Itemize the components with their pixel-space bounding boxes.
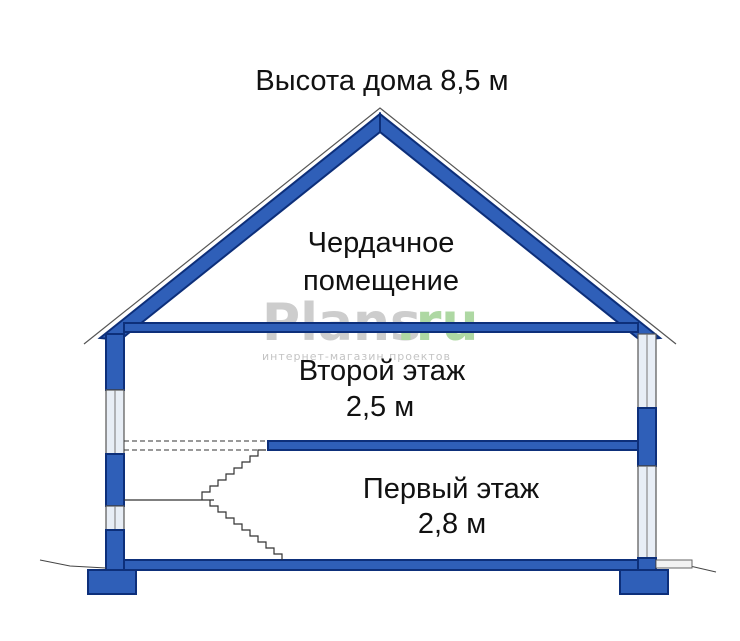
left-wall-top <box>105 333 125 391</box>
second-floor-height: 2,5 м <box>346 391 414 423</box>
house-height-title: Высота дома 8,5 м <box>255 65 508 97</box>
staircase-upper-flight <box>201 449 266 500</box>
watermark-tagline: интернет-магазин проектов <box>262 350 451 363</box>
first-floor-height: 2,8 м <box>418 508 486 540</box>
first-floor-name: Первый этаж <box>363 473 540 505</box>
left-wall-bottom <box>105 529 125 571</box>
roof-outline <box>83 107 677 345</box>
attic-floor-slab <box>123 322 639 333</box>
attic-label-line2: помещение <box>303 265 459 297</box>
right-porch-step <box>655 559 693 569</box>
right-wall-mid <box>637 407 657 467</box>
left-foundation <box>87 569 137 595</box>
ground-floor-slab <box>123 559 639 571</box>
interfloor-slab <box>267 440 639 451</box>
right-foundation <box>619 569 669 595</box>
left-wall-mid <box>105 453 125 507</box>
staircase-lower-flight <box>209 500 283 560</box>
second-floor-name: Второй этаж <box>299 355 466 387</box>
attic-label-line1: Чердачное <box>308 227 455 259</box>
ground-left <box>39 559 107 569</box>
